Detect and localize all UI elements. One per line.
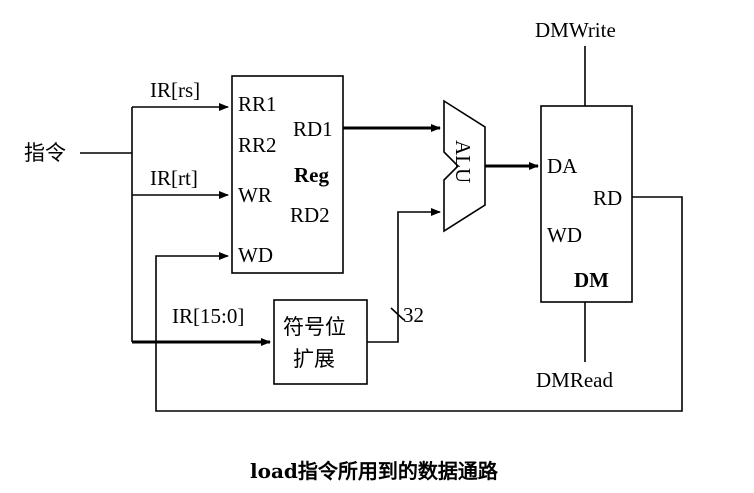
extend-to-alu-wire — [367, 208, 441, 343]
reg-port-wd: WD — [238, 243, 273, 267]
register-file-box — [231, 75, 344, 274]
imm-label: IR[15:0] — [172, 304, 244, 328]
diagram-caption: load指令所用到的数据通路 — [250, 459, 499, 483]
dm-read-label: DMRead — [536, 368, 613, 392]
dm-write-label: DMWrite — [535, 18, 616, 42]
rs-label: IR[rs] — [150, 78, 200, 102]
reg-port-rr2: RR2 — [238, 133, 277, 157]
bus-width-label: 32 — [403, 303, 424, 327]
sign-extend-line1: 符号位 — [283, 315, 346, 339]
reg-port-rd2: RD2 — [290, 203, 330, 227]
data-memory-box — [540, 105, 633, 303]
instruction-label: 指令 — [24, 141, 66, 165]
register-file-name: Reg — [294, 163, 329, 187]
alu-shape — [443, 99, 486, 233]
rt-label: IR[rt] — [150, 166, 198, 190]
alu-label: ALU — [451, 140, 475, 183]
sign-extend-box — [273, 299, 368, 385]
bus-width-tick — [390, 307, 405, 321]
dm-port-da: DA — [547, 154, 578, 178]
reg-port-rr1: RR1 — [238, 92, 277, 116]
writeback-wire — [155, 196, 683, 412]
reg-port-rd1: RD1 — [293, 117, 333, 141]
reg-port-wr: WR — [238, 183, 272, 207]
sign-extend-line2: 扩展 — [293, 347, 335, 371]
data-memory-name: DM — [574, 268, 609, 292]
dm-port-rd: RD — [593, 186, 622, 210]
dm-port-wd: WD — [547, 223, 582, 247]
